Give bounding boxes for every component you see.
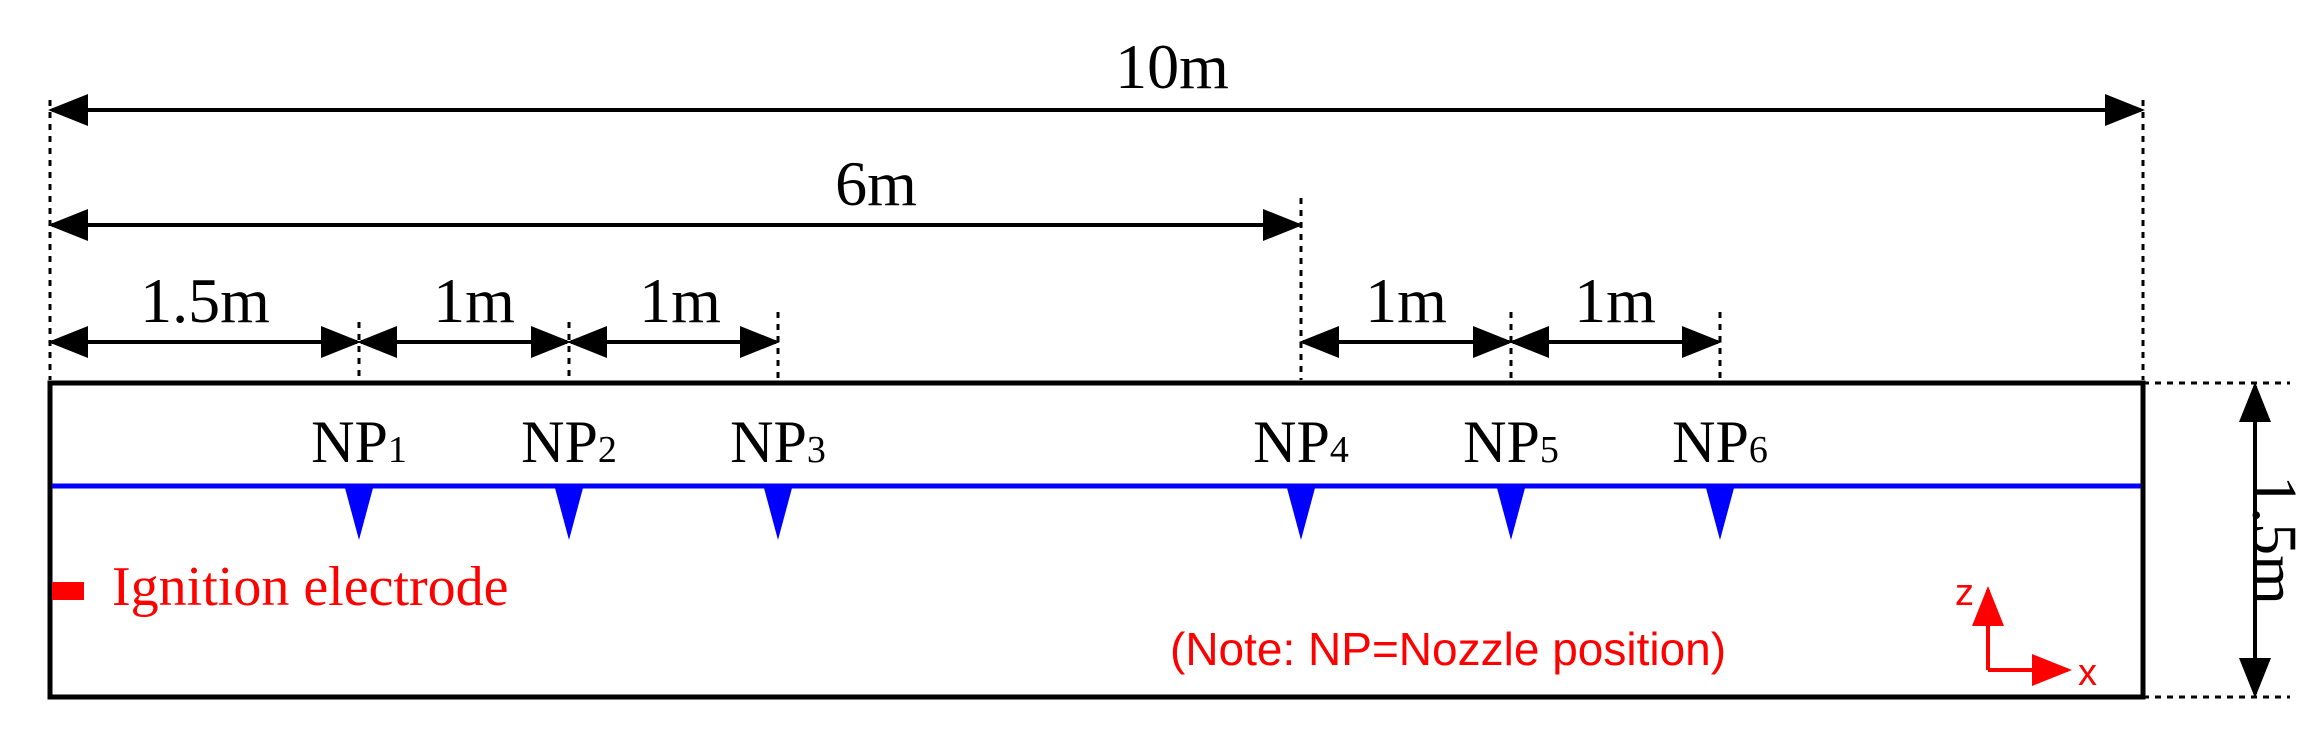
x-axis-label: x: [2078, 652, 2097, 694]
dimension-lines: [48, 94, 2271, 698]
nozzle-marker-5: [1497, 488, 1525, 540]
nozzle-label-1: NP1: [311, 409, 407, 475]
dim-gap12-label: 1m: [433, 265, 515, 336]
nozzle-marker-6: [1706, 488, 1734, 540]
nozzle-marker-2: [555, 488, 583, 540]
z-axis-label: z: [1955, 572, 1974, 614]
nozzle-label-4: NP4: [1253, 409, 1349, 475]
tunnel-outline: [47, 380, 2146, 700]
note-label: (Note: NP=Nozzle position): [1170, 623, 1726, 675]
nozzle-label-2: NP2: [521, 409, 617, 475]
axes-indicator: [1972, 586, 2072, 686]
nozzle-label-5: NP5: [1463, 409, 1559, 475]
ignition-label: Ignition electrode: [112, 556, 509, 618]
nozzle-label-3: NP3: [730, 409, 826, 475]
ignition-electrode-marker: [52, 582, 84, 600]
nozzle-label-6: NP6: [1672, 409, 1768, 475]
nozzle-marker-4: [1287, 488, 1315, 540]
nozzle-marker-3: [764, 488, 792, 540]
dim-gap45-label: 1m: [1365, 265, 1447, 336]
nozzle-markers: [345, 488, 1734, 540]
dim-6m-label: 6m: [835, 148, 917, 219]
nozzle-marker-1: [345, 488, 373, 540]
dim-height-label: 1.5m: [2240, 475, 2311, 605]
dim-gap56-label: 1m: [1574, 265, 1656, 336]
dim-gap23-label: 1m: [639, 265, 721, 336]
dim-1-5m-label: 1.5m: [140, 265, 270, 336]
dim-10m-label: 10m: [1115, 31, 1229, 102]
